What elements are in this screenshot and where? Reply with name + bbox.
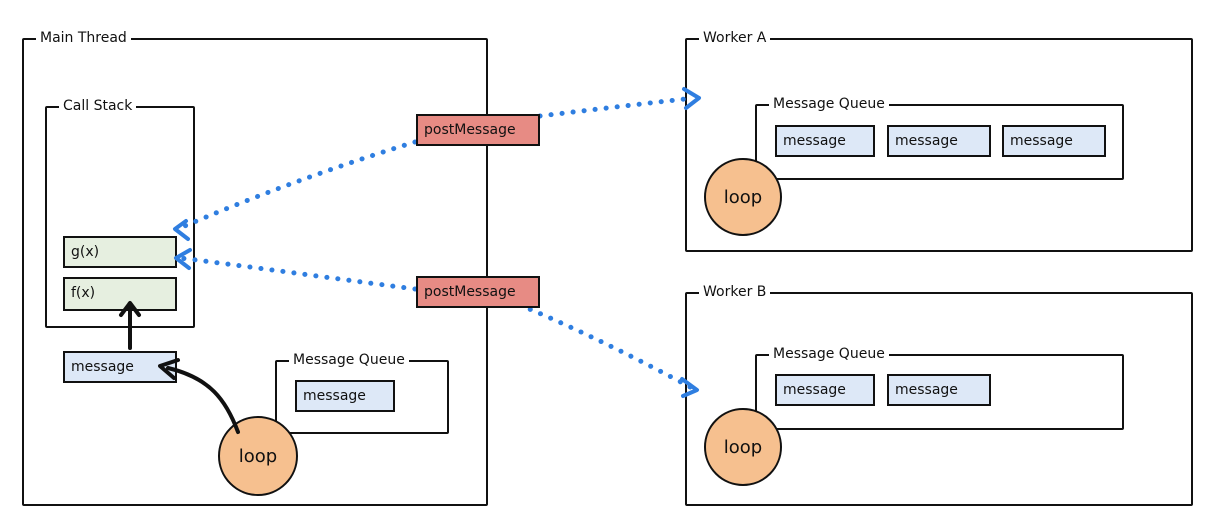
current-message: message [63, 351, 177, 383]
worker-a-message-3: message [1002, 125, 1106, 157]
post-to-worker-a-arrow [537, 95, 697, 119]
worker-a-message-queue-title: Message Queue [769, 95, 889, 113]
worker-b-message-2: message [887, 374, 991, 406]
worker-a-reply-arrowhead [173, 219, 190, 241]
main-thread-title: Main Thread [36, 29, 131, 47]
post-message-bottom: postMessage [416, 276, 540, 308]
worker-a-message-1: message [775, 125, 875, 157]
worker-b-title: Worker B [699, 283, 771, 301]
call-stack-title: Call Stack [59, 97, 137, 115]
worker-a-loop-circle: loop [704, 158, 782, 236]
post-message-top: postMessage [416, 114, 540, 146]
worker-a-reply-arrow [177, 139, 418, 231]
worker-b-reply-arrowhead [174, 248, 192, 270]
worker-b-message-1: message [775, 374, 875, 406]
worker-b-reply-arrow [177, 255, 418, 292]
message-to-stack-arrowhead [119, 301, 141, 317]
main-message-queue-title: Message Queue [289, 351, 409, 369]
post-to-worker-b-arrowhead [680, 377, 699, 398]
stack-frame-g: g(x) [63, 236, 177, 268]
main-queue-message: message [295, 380, 395, 412]
post-to-worker-a-arrowhead [682, 87, 701, 110]
worker-b-loop-circle: loop [704, 408, 782, 486]
post-to-worker-b-arrow [517, 302, 695, 391]
worker-b-message-queue-title: Message Queue [769, 345, 889, 363]
worker-b-loop-label: loop [723, 436, 763, 458]
stack-frame-f: f(x) [63, 277, 177, 311]
loop-to-message-arrow [166, 366, 240, 434]
main-loop-label: loop [238, 445, 278, 467]
main-loop-circle: loop [218, 416, 298, 496]
loop-to-message-arrowhead [158, 358, 180, 380]
worker-a-title: Worker A [699, 29, 771, 47]
worker-a-loop-label: loop [723, 186, 763, 208]
worker-a-message-2: message [887, 125, 991, 157]
